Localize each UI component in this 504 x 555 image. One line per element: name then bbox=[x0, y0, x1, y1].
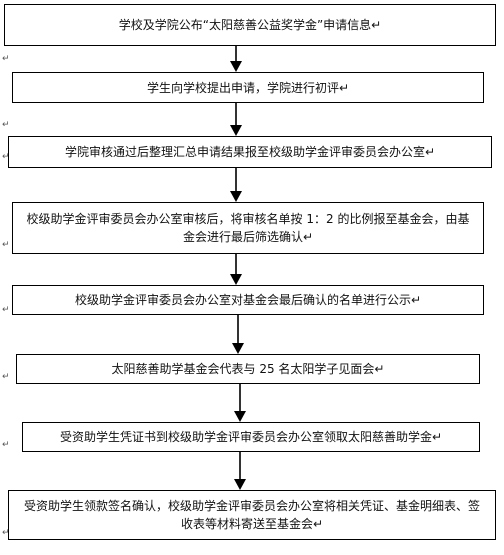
flow-arrow-6 bbox=[234, 384, 246, 422]
flow-step-8-text: 受资助学生领款签名确认，校级助学金评审委员会办公室将相关凭证、基金明细表、签收表… bbox=[23, 499, 480, 531]
flow-step-2: 学生向学校提出申请，学院进行初评↵ bbox=[12, 72, 484, 103]
flow-step-2-text: 学生向学校提出申请，学院进行初评↵ bbox=[146, 80, 350, 95]
flow-arrow-7 bbox=[234, 452, 246, 490]
paragraph-mark-1: ↵ bbox=[2, 54, 10, 64]
flow-arrow-1 bbox=[230, 46, 242, 72]
paragraph-mark-7: ↵ bbox=[2, 440, 10, 450]
flow-step-7: 受资助学生凭证书到校级助学金评审委员会办公室领取太阳慈善助学金↵ bbox=[22, 422, 480, 452]
paragraph-mark-6: ↵ bbox=[2, 372, 10, 382]
flow-step-6-text: 太阳慈善助学基金会代表与 25 名太阳学子见面会↵ bbox=[111, 362, 385, 376]
flow-arrow-5 bbox=[232, 315, 244, 354]
paragraph-mark-4: ↵ bbox=[2, 240, 10, 250]
paragraph-mark-5: ↵ bbox=[2, 305, 10, 315]
flow-arrow-4 bbox=[230, 254, 242, 285]
paragraph-mark-8: ↵ bbox=[2, 528, 10, 538]
flow-arrow-2 bbox=[230, 103, 242, 136]
flow-step-6: 太阳慈善助学基金会代表与 25 名太阳学子见面会↵ bbox=[16, 354, 480, 384]
flow-step-7-text: 受资助学生凭证书到校级助学金评审委员会办公室领取太阳慈善助学金↵ bbox=[59, 430, 443, 444]
flow-step-5-text: 校级助学金评审委员会办公室对基金会最后确认的名单进行公示↵ bbox=[74, 293, 422, 307]
flow-step-1: 学校及学院公布“太阳慈善公益奖学金”申请信息↵ bbox=[4, 4, 496, 46]
flow-step-3-text: 学院审核通过后整理汇总申请结果报至校级助学金评审委员会办公室↵ bbox=[64, 145, 436, 159]
flow-step-8: 受资助学生领款签名确认，校级助学金评审委员会办公室将相关凭证、基金明细表、签收表… bbox=[8, 490, 496, 540]
flow-step-4-text: 校级助学金评审委员会办公室审核后，将审核名单按 1：2 的比例报至基金会，由基金… bbox=[26, 212, 470, 244]
flow-step-4: 校级助学金评审委员会办公室审核后，将审核名单按 1：2 的比例报至基金会，由基金… bbox=[12, 202, 484, 254]
paragraph-mark-3: ↵ bbox=[2, 152, 10, 162]
flow-step-5: 校级助学金评审委员会办公室对基金会最后确认的名单进行公示↵ bbox=[12, 285, 484, 315]
flow-arrow-3 bbox=[230, 168, 242, 202]
flow-step-1-text: 学校及学院公布“太阳慈善公益奖学金”申请信息↵ bbox=[118, 18, 382, 32]
flow-step-3: 学院审核通过后整理汇总申请结果报至校级助学金评审委员会办公室↵ bbox=[8, 136, 492, 168]
paragraph-mark-2: ↵ bbox=[2, 120, 10, 130]
